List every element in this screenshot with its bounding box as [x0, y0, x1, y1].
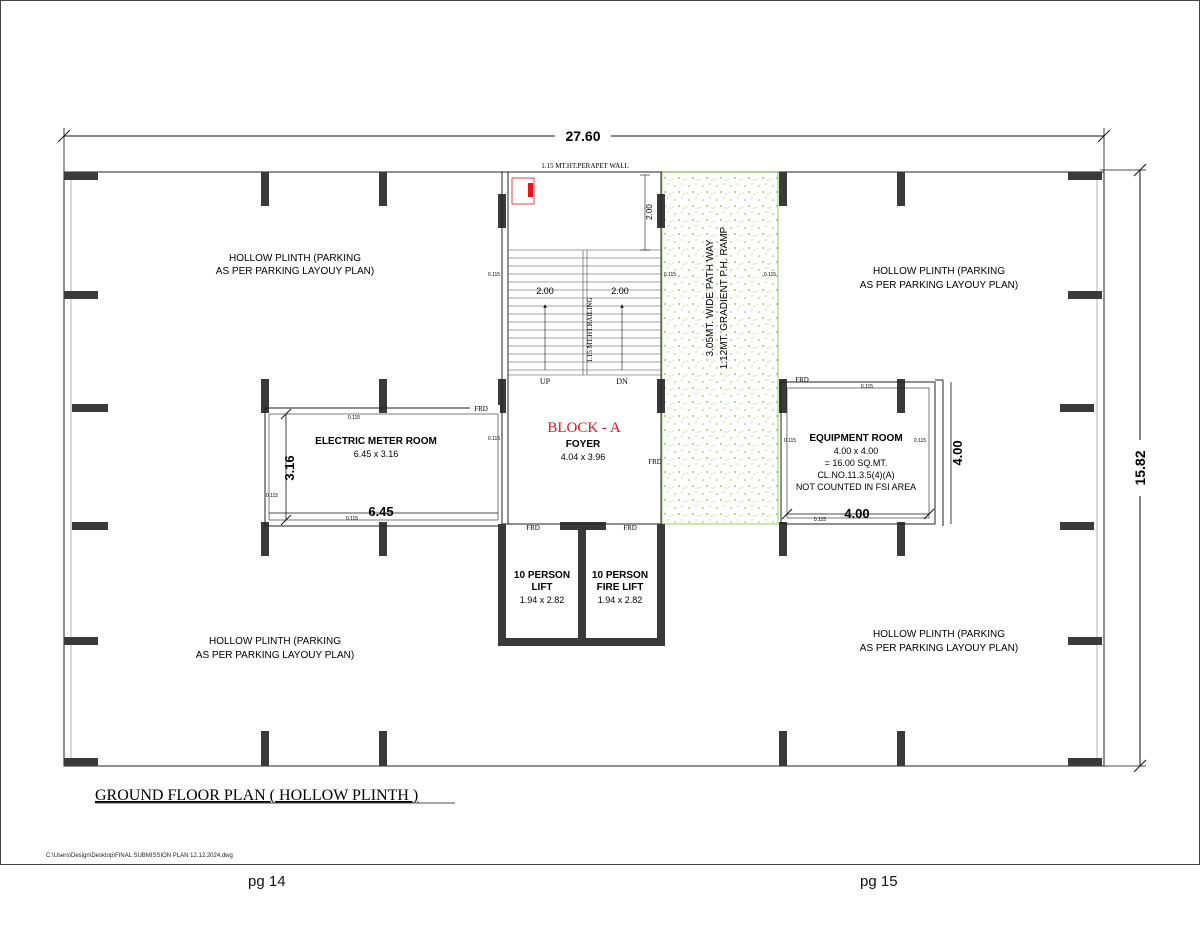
wall-thk-electric-left: 0.115 [266, 493, 278, 499]
wall-thk-equip-left: 0.115 [784, 438, 796, 444]
overall-width-dimension: 27.60 [57, 126, 1111, 172]
wall-thk-equip-right: 0.115 [914, 438, 926, 444]
wall-thk-electric-top: 0.115 [348, 415, 360, 421]
overall-depth-dimension: 15.82 [1100, 163, 1150, 773]
overall-width-label: 27.60 [565, 128, 600, 144]
equipment-depth-dim: 4.00 [950, 440, 965, 465]
block-label: BLOCK - A [547, 420, 621, 436]
lift2-label-b: FIRE LIFT [597, 582, 644, 593]
lift1-label-b: LIFT [531, 582, 552, 593]
equipment-room-note: NOT COUNTED IN FSI AREA [796, 482, 916, 492]
foyer-door-label: FRD [648, 458, 662, 466]
flight-right-label: 2.00 [611, 286, 629, 296]
hollow-br-2: AS PER PARKING LAYOUY PLAN) [860, 643, 1018, 654]
hollow-bl-2: AS PER PARKING LAYOUY PLAN) [196, 650, 354, 661]
electric-room-walls [264, 407, 503, 527]
equipment-room-area: = 16.00 SQ.MT. [825, 458, 888, 468]
foyer-size: 4.04 x 3.96 [561, 452, 606, 462]
hollow-tl-2: AS PER PARKING LAYOUY PLAN) [216, 266, 374, 277]
hollow-bl-1: HOLLOW PLINTH (PARKING [209, 636, 341, 647]
stair-up-label: UP [540, 377, 551, 386]
electric-depth-dim: 3.16 [282, 455, 297, 480]
wall-thk-core-left: 0.115 [488, 272, 500, 278]
electric-room-size: 6.45 x 3.16 [354, 449, 399, 459]
lift-door-left: FRD [526, 524, 540, 532]
overall-depth-label: 15.82 [1132, 450, 1148, 485]
ramp-area [661, 171, 779, 525]
flight-left-label: 2.00 [536, 286, 554, 296]
hollow-tr-1: HOLLOW PLINTH (PARKING [873, 266, 1005, 277]
foyer-label: FOYER [566, 439, 601, 450]
page-number-left: pg 14 [248, 873, 286, 890]
electric-door-label: FRD [474, 405, 488, 413]
wall-thk-foyer: 0.115 [488, 436, 500, 442]
equipment-width-dim: 4.00 [844, 506, 869, 521]
wall-thk-equip-bottom: 0.115 [814, 517, 826, 523]
equipment-room-walls [780, 379, 944, 526]
electric-width-dim: 6.45 [368, 504, 393, 519]
page-number-right: pg 15 [860, 873, 898, 890]
file-path: C:\Users\Design\Desktop\FINAL SUBMISSION… [46, 853, 233, 859]
wall-thk-core-right: 0.115 [664, 272, 676, 278]
wall-thk-ramp-right: 0.115 [764, 272, 776, 278]
ramp-label-1: 3.05MT. WIDE PATH WAY [705, 239, 716, 356]
fire-hydrant-icon [511, 177, 535, 205]
hollow-tr-2: AS PER PARKING LAYOUY PLAN) [860, 280, 1018, 291]
lift1-label-a: 10 PERSON [514, 570, 570, 581]
fire-extinguisher-icon [528, 183, 533, 197]
lift1-size: 1.94 x 2.82 [520, 595, 565, 605]
stair-depth-label: 2.00 [645, 204, 654, 220]
lift2-label-a: 10 PERSON [592, 570, 648, 581]
building-outline [63, 171, 1105, 767]
wall-thk-electric-bottom: 0.115 [346, 516, 358, 522]
wall-thk-equip-top: 0.115 [861, 384, 873, 390]
columns [64, 172, 1102, 766]
hollow-tl-1: HOLLOW PLINTH (PARKING [229, 253, 361, 264]
lift-door-right: FRD [623, 524, 637, 532]
railing-label: 1.15 MT.HT.RAILING [586, 297, 594, 362]
lift-shafts [498, 524, 665, 646]
equipment-room-clause: CL.NO.11.3.5(4)(A) [817, 470, 894, 480]
lift2-size: 1.94 x 2.82 [598, 595, 643, 605]
equipment-room-size: 4.00 x 4.00 [834, 446, 879, 456]
equipment-room-label: EQUIPMENT ROOM [809, 433, 902, 444]
staircase [508, 174, 661, 376]
drawing-title: GROUND FLOOR PLAN ( HOLLOW PLINTH ) [95, 787, 418, 804]
stair-down-label: DN [616, 377, 628, 386]
parapet-label: 1.15 MT.HT.PERAPET WALL [541, 162, 629, 170]
electric-room-label: ELECTRIC METER ROOM [315, 436, 437, 447]
hollow-br-1: HOLLOW PLINTH (PARKING [873, 629, 1005, 640]
core-walls [501, 171, 662, 525]
equipment-door-label: FRD [795, 376, 809, 384]
ramp-label-2: 1:12MT. GRADIENT P.H. RAMP [719, 226, 730, 369]
